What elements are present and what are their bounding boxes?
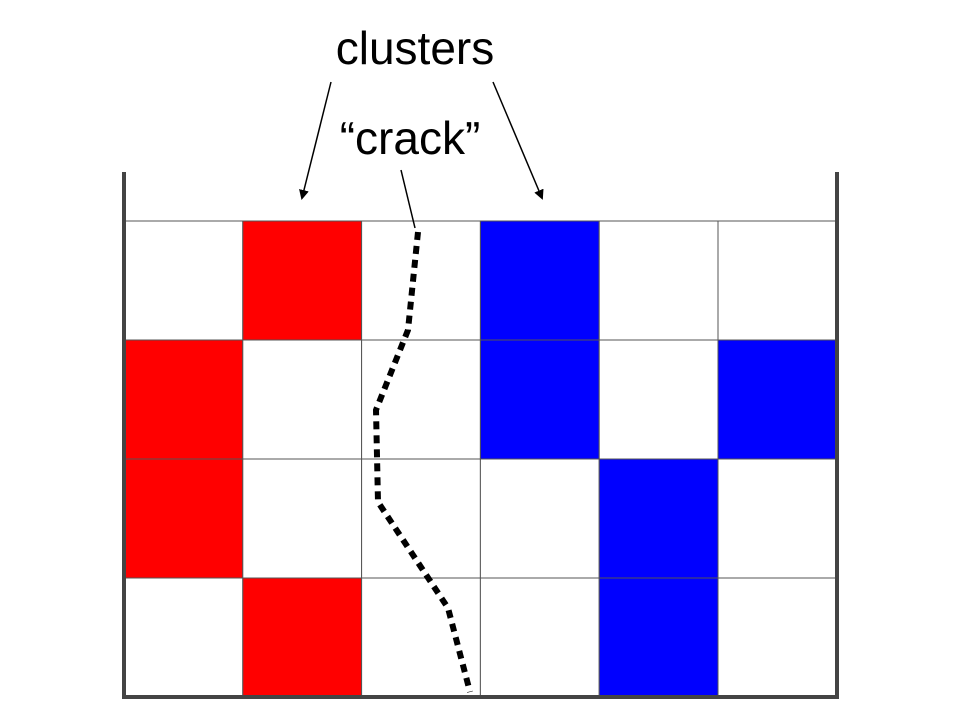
grid-cell-white bbox=[479, 577, 600, 698]
grid-cell-white bbox=[717, 577, 838, 698]
grid-cell-blue bbox=[479, 220, 600, 341]
grid-cell-white bbox=[717, 458, 838, 579]
grid-cell-white bbox=[598, 220, 719, 341]
grid-cell-red bbox=[242, 577, 363, 698]
grid-cell-red bbox=[123, 458, 244, 579]
clusters-arrow-left bbox=[299, 81, 332, 200]
grid-cells bbox=[123, 220, 838, 698]
grid-cell-blue bbox=[598, 458, 719, 579]
grid-cell-white bbox=[361, 458, 481, 579]
grid-cell-white bbox=[598, 339, 719, 460]
grid-cell-red bbox=[123, 339, 244, 460]
grid-cell-blue bbox=[598, 577, 719, 698]
grid-cell-white bbox=[123, 220, 244, 341]
grid-cell-white bbox=[242, 458, 363, 579]
grid-cell-white bbox=[717, 220, 838, 341]
crack-line bbox=[372, 231, 473, 693]
grid-cell-blue bbox=[479, 339, 600, 460]
container-frame bbox=[122, 172, 839, 699]
grid-cell-white bbox=[479, 458, 600, 579]
crack-label: “crack” bbox=[340, 112, 481, 164]
clusters-label: clusters bbox=[336, 22, 494, 74]
clusters-arrow-right bbox=[492, 81, 544, 200]
grid-cell-blue bbox=[717, 339, 838, 460]
grid-cell-white bbox=[242, 339, 363, 460]
grid-cell-red bbox=[242, 220, 363, 341]
grid-cell-white bbox=[361, 220, 481, 341]
grid-cell-white bbox=[123, 577, 244, 698]
crack-pointer-line bbox=[400, 169, 416, 229]
grid-cell-white bbox=[361, 577, 481, 698]
